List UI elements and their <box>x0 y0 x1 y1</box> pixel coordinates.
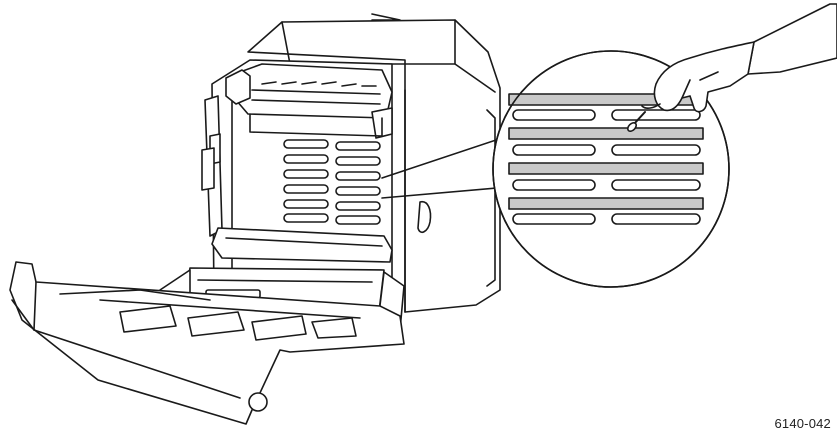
cover-button <box>248 392 268 412</box>
fuser-unit <box>225 63 393 139</box>
side-handle <box>417 200 432 234</box>
front-cover <box>9 261 405 425</box>
window-strip <box>508 127 704 140</box>
callout-slots <box>512 109 701 225</box>
window-strip <box>508 162 704 175</box>
figure-id-label: 6140-042 <box>774 416 831 431</box>
callout-windows <box>508 93 704 210</box>
window-strip <box>508 197 704 210</box>
hand-with-swab-icon <box>627 3 837 132</box>
interior-window-slots <box>283 139 381 225</box>
